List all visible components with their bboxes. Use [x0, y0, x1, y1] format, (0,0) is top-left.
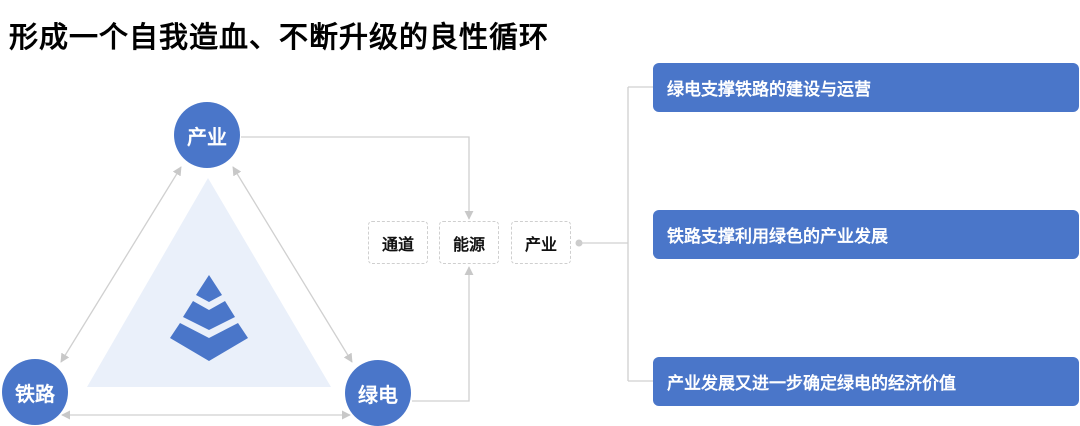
element-energy: 能源: [439, 221, 499, 264]
element-industry: 产业: [511, 221, 571, 264]
edge-industry-railway: [60, 166, 182, 363]
connector-industry-energy: [241, 136, 474, 220]
connector-green-energy: [412, 266, 474, 402]
pyramid-layers-icon: [170, 275, 248, 361]
outcome-3: 产业发展又进一步确定绿电的经济价值: [653, 357, 1079, 406]
outcome-1: 绿电支撑铁路的建设与运营: [653, 63, 1079, 112]
page-title: 形成一个自我造血、不断升级的良性循环: [9, 20, 550, 54]
node-railway: 铁路: [2, 359, 68, 425]
edge-industry-green: [232, 166, 353, 363]
node-industry: 产业: [174, 102, 240, 168]
node-green-power: 绿电: [345, 360, 411, 426]
element-channel: 通道: [368, 221, 428, 264]
outcome-2: 铁路支撑利用绿色的产业发展: [653, 210, 1079, 259]
